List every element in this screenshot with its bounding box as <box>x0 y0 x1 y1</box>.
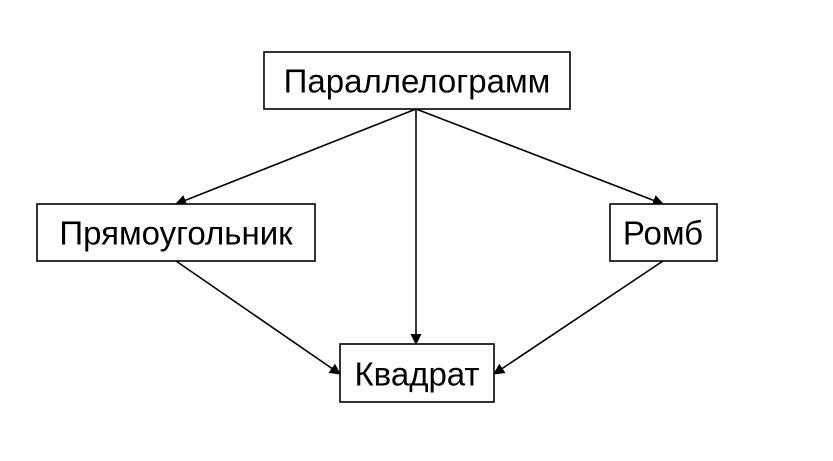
node-rhombus-label: Ромб <box>623 215 703 252</box>
node-square: Квадрат <box>339 343 495 403</box>
node-rectangle-box <box>36 203 316 262</box>
node-rectangle: Прямоугольник <box>36 203 316 262</box>
node-square-label: Квадрат <box>354 356 479 393</box>
node-square-box <box>339 343 495 403</box>
node-rhombus-box <box>609 203 718 262</box>
node-rhombus: Ромб <box>609 203 718 262</box>
edge-parallelogram-to-rhombus <box>415 108 665 206</box>
edge-rectangle-to-square <box>175 260 341 375</box>
edge-rhombus-to-square <box>493 260 664 375</box>
node-parallelogram-label: Параллелограмм <box>284 63 551 100</box>
node-parallelogram: Параллелограмм <box>263 51 571 110</box>
edge-parallelogram-to-rectangle <box>174 108 417 206</box>
node-parallelogram-box <box>263 51 571 110</box>
node-rectangle-label: Прямоугольник <box>59 215 293 252</box>
